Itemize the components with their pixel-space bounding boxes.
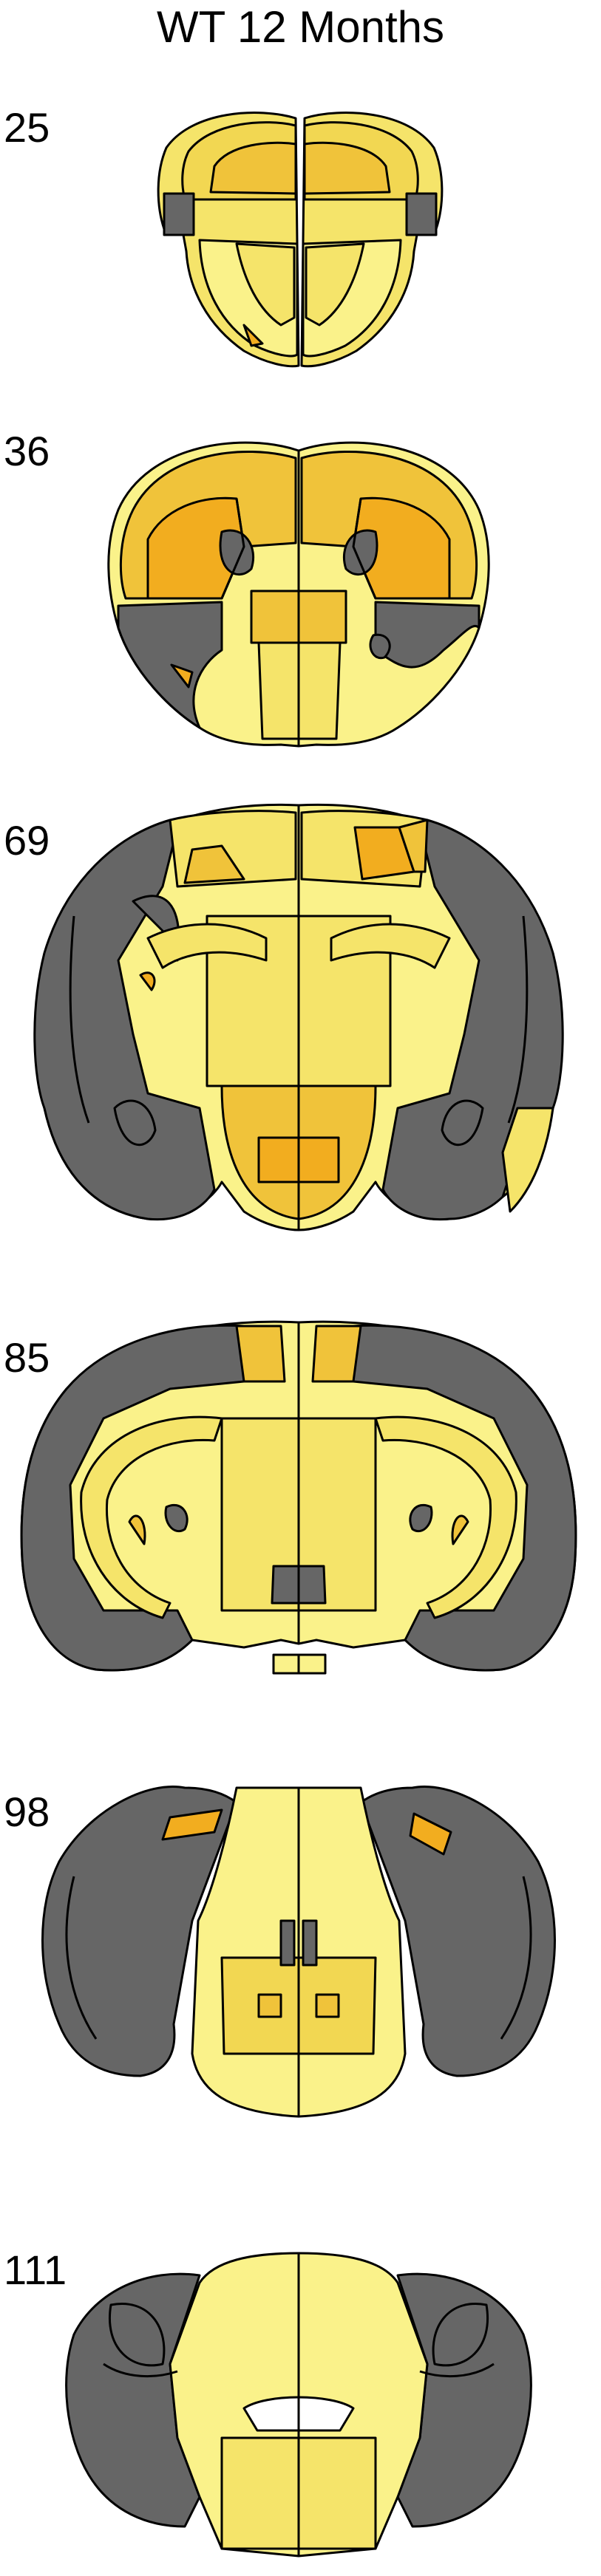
- slice-label-85: 85: [4, 1334, 50, 1381]
- slice-69: [33, 803, 564, 1231]
- slice-label-98: 98: [4, 1788, 50, 1835]
- slice-98-left-orange-stripe: [161, 1808, 223, 1841]
- slice-85: [20, 1320, 577, 1675]
- slice-25-right-gray: [405, 192, 438, 236]
- slice-98-right-orange-stripe: [409, 1812, 452, 1856]
- slice-25-right-inner: [303, 141, 391, 195]
- slice-98-center-gold-left: [257, 1993, 282, 2018]
- slice-69-right-yellow-lobe: [501, 1107, 554, 1213]
- slice-label-36: 36: [4, 428, 50, 474]
- slice-25: [157, 112, 444, 368]
- slice-36: [107, 441, 490, 748]
- slice-85-right-hippo-arc: [374, 1415, 517, 1619]
- slice-111: [65, 2252, 532, 2558]
- slice-36-right-gray-blob: [342, 529, 378, 576]
- slice-111-right-gray-lobe: [432, 2303, 489, 2367]
- slice-85-left-gray-blob: [164, 1503, 189, 1532]
- slice-25-left-core: [235, 242, 296, 327]
- slice-69-right-top-gold: [398, 819, 429, 873]
- slice-69-left-top-gold: [183, 844, 245, 884]
- slice-69-right-gray-blob: [441, 1099, 484, 1147]
- slice-25-right-core: [305, 242, 365, 327]
- slice-85-right-gray-blob: [409, 1503, 433, 1532]
- slice-85-right-gold-spot: [451, 1514, 469, 1545]
- slice-label-25: 25: [4, 104, 50, 151]
- slice-85-right-top-gold: [311, 1325, 362, 1383]
- slice-98-right-gray-wing: [359, 1786, 556, 2077]
- slice-98-center-gray-right: [302, 1919, 318, 1967]
- slice-label-111: 111: [4, 2247, 67, 2293]
- slice-69-left-gray-blob: [113, 1099, 157, 1147]
- slice-69-right-hippo: [330, 923, 451, 969]
- slice-36-right-blob: [369, 633, 391, 660]
- slice-25-left-inner: [209, 141, 297, 195]
- slice-69-left-orange-spot: [139, 971, 156, 991]
- slice-label-69: 69: [4, 817, 50, 864]
- slice-85-left-top-gold: [235, 1325, 286, 1383]
- slice-111-right-gray: [396, 2272, 532, 2528]
- slice-69-left-gray-cortex: [33, 819, 216, 1221]
- slice-85-left-gray-cortex: [20, 1324, 245, 1672]
- slice-85-left-hippo-arc: [80, 1415, 223, 1619]
- slice-85-left-gold-spot: [128, 1514, 146, 1545]
- slice-98-center-gold-right: [315, 1993, 340, 2018]
- slice-111-left-gray: [65, 2272, 201, 2528]
- slice-25-left-spot: [242, 324, 264, 347]
- slice-98-left-gray-wing: [41, 1786, 238, 2077]
- slice-36-left-gray-blob: [219, 529, 255, 576]
- slice-98: [41, 1786, 556, 2118]
- slice-85-right-gray-cortex: [352, 1324, 577, 1672]
- slice-111-left-gray-lobe: [109, 2303, 166, 2367]
- slice-36-left-spot: [170, 663, 194, 689]
- slice-36-left-gray: [117, 601, 223, 729]
- slice-69-left-hippo: [146, 923, 268, 969]
- figure-title: WT 12 Months: [156, 2, 445, 52]
- slice-25-left-gray: [163, 192, 195, 236]
- slice-98-center-gray-left: [279, 1919, 296, 1967]
